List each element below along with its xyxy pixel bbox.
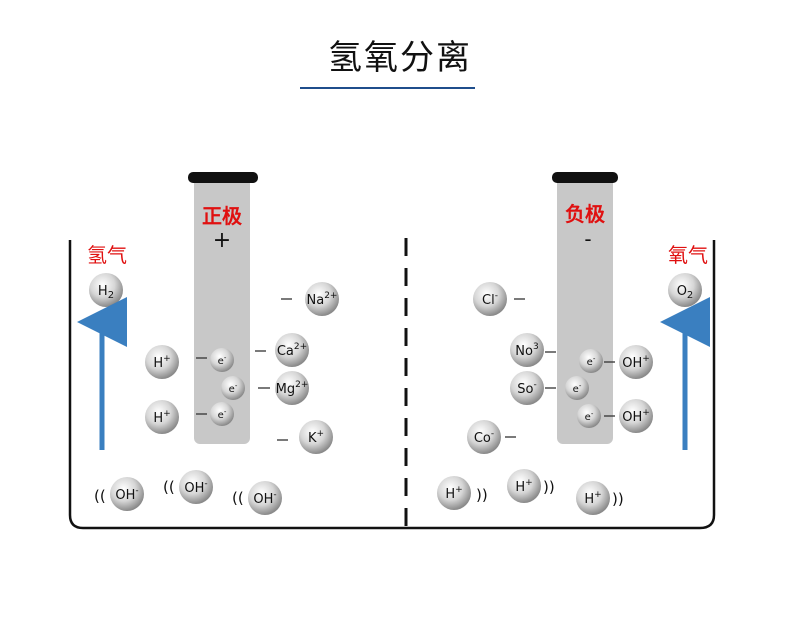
connector-dashes <box>196 298 615 441</box>
negative-electrode-body <box>557 178 613 444</box>
hydrogen-molecule: H2 <box>89 273 123 307</box>
svg-text:OH+: OH+ <box>622 408 650 425</box>
svg-text:So-: So- <box>517 380 536 397</box>
ion-k: K+ <box>299 420 333 454</box>
ion-oh-right-1: OH+ <box>619 345 653 379</box>
ion-h-left-1: H+ <box>145 345 179 379</box>
svg-text:Na2+: Na2+ <box>307 291 338 308</box>
ion-cl: Cl- <box>473 282 507 316</box>
oxygen-label: 氧气 <box>668 243 708 267</box>
ion-e4: e- <box>579 349 603 373</box>
svg-text:Co-: Co- <box>474 429 494 446</box>
ion-h-bottom-2: H+ <box>507 469 541 503</box>
svg-text:OH+: OH+ <box>622 354 650 371</box>
ion-e2: e- <box>221 376 245 400</box>
ion-co: Co- <box>467 420 501 454</box>
svg-text:H+: H+ <box>584 490 601 507</box>
positive-electrode-label: 正极 <box>202 204 243 228</box>
svg-text:K+: K+ <box>308 429 324 446</box>
svg-text:O2: O2 <box>677 284 694 301</box>
ion-na: Na2+ <box>305 282 339 316</box>
ion-e3: e- <box>210 402 234 426</box>
negative-electrode <box>552 172 618 444</box>
wave-mark: )) <box>476 486 488 504</box>
svg-text:Cl-: Cl- <box>482 291 498 308</box>
ion-ca: Ca2+ <box>275 333 309 367</box>
svg-text:H+: H+ <box>153 354 170 371</box>
negative-electrode-cap <box>552 172 618 183</box>
svg-text:No3: No3 <box>515 342 538 359</box>
svg-text:e-: e- <box>229 382 238 395</box>
svg-text:H+: H+ <box>515 478 532 495</box>
svg-text:e-: e- <box>218 354 227 367</box>
wave-mark: (( <box>163 478 175 496</box>
svg-text:H+: H+ <box>153 409 170 426</box>
ion-e6: e- <box>577 404 601 428</box>
wave-mark: (( <box>94 487 106 505</box>
svg-text:e-: e- <box>573 382 582 395</box>
ion-oh-right-2: OH+ <box>619 399 653 433</box>
positive-sign: + <box>213 228 231 253</box>
wave-mark: )) <box>543 478 555 496</box>
svg-text:OH-: OH- <box>115 486 138 503</box>
ion-so: So- <box>510 371 544 405</box>
ion-h-left-2: H+ <box>145 400 179 434</box>
wave-mark: )) <box>612 490 624 508</box>
hydrogen-label: 氢气 <box>87 243 127 267</box>
page-title: 氢氧分离 <box>328 38 472 78</box>
svg-text:Ca2+: Ca2+ <box>277 342 307 359</box>
svg-text:OH-: OH- <box>253 490 276 507</box>
svg-text:Mg2+: Mg2+ <box>276 380 309 397</box>
svg-text:e-: e- <box>587 355 596 368</box>
svg-text:e-: e- <box>585 410 594 423</box>
ion-oh-bottom-1: OH- <box>110 477 144 511</box>
ion-oh-bottom-2: OH- <box>179 470 213 504</box>
title-underline <box>300 87 475 89</box>
ion-oh-bottom-3: OH- <box>248 481 282 515</box>
svg-text:H2: H2 <box>98 284 114 301</box>
positive-electrode-cap <box>188 172 258 183</box>
oxygen-molecule: O2 <box>668 273 702 307</box>
ion-no3: No3 <box>510 333 544 367</box>
ion-e1: e- <box>210 348 234 372</box>
negative-sign: - <box>584 227 591 251</box>
wave-marks: (( (( (( )) )) )) <box>94 478 624 508</box>
tank-outline <box>68 240 716 530</box>
negative-electrode-label: 负极 <box>565 202 606 226</box>
svg-text:e-: e- <box>218 408 227 421</box>
ion-h-bottom-1: H+ <box>437 476 471 510</box>
svg-text:H+: H+ <box>445 485 462 502</box>
svg-text:OH-: OH- <box>184 479 207 496</box>
wave-mark: (( <box>232 489 244 507</box>
ion-e5: e- <box>565 376 589 400</box>
ion-h-bottom-3: H+ <box>576 481 610 515</box>
ion-mg: Mg2+ <box>275 371 309 405</box>
